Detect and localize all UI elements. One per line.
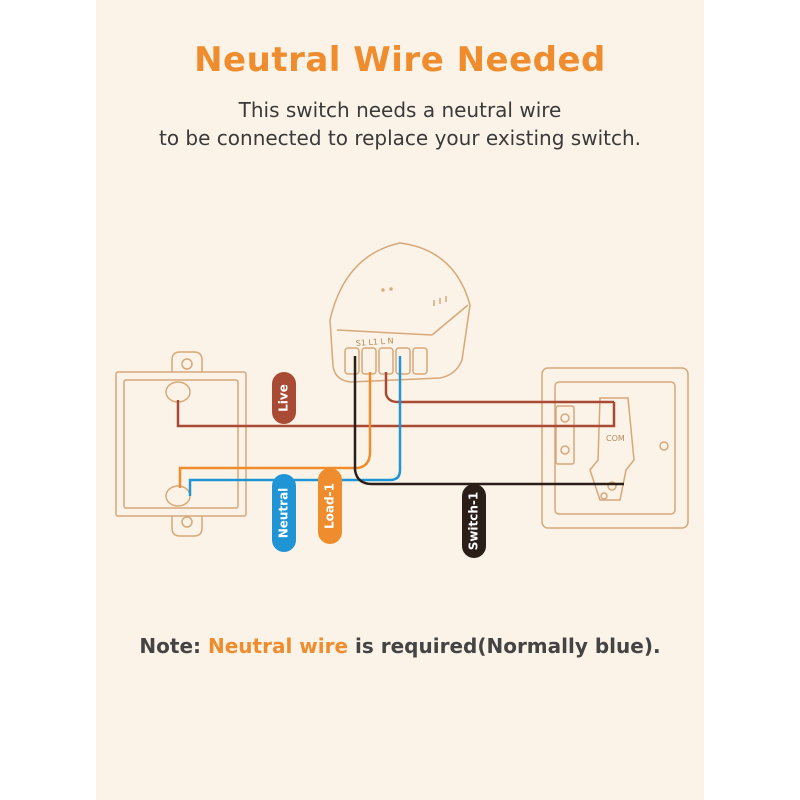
neutral-tag-label: Neutral xyxy=(277,488,291,539)
switch-tag: Switch-1 xyxy=(462,484,486,558)
module-terminal-label: S1 L1 L N xyxy=(356,336,394,348)
switch-tag-label: Switch-1 xyxy=(467,492,481,551)
note-highlight: Neutral wire xyxy=(208,634,349,658)
subtitle-line-1: This switch needs a neutral wire xyxy=(238,98,562,122)
junction-box xyxy=(115,351,247,537)
load-tag: Load-1 xyxy=(318,468,342,544)
page-subtitle: This switch needs a neutral wire to be c… xyxy=(0,96,800,152)
live-wire xyxy=(176,372,616,428)
switch-terminal-label: COM xyxy=(606,434,625,443)
load-tag-label: Load-1 xyxy=(323,483,337,529)
page-title: Neutral Wire Needed xyxy=(194,40,606,80)
live-tag-label: Live xyxy=(277,384,291,412)
note-prefix: Note: xyxy=(139,634,202,658)
neutral-tag: Neutral xyxy=(272,474,296,552)
wall-switch xyxy=(541,367,689,529)
subtitle-line-2: to be connected to replace your existing… xyxy=(159,126,641,150)
load-wire xyxy=(178,372,372,488)
live-tag: Live xyxy=(272,372,296,424)
note-text: Note: Neutral wire is required(Normally … xyxy=(0,634,800,658)
switch-wire xyxy=(353,356,624,486)
neutral-wire xyxy=(188,356,402,496)
note-suffix: is required(Normally blue). xyxy=(355,634,661,658)
